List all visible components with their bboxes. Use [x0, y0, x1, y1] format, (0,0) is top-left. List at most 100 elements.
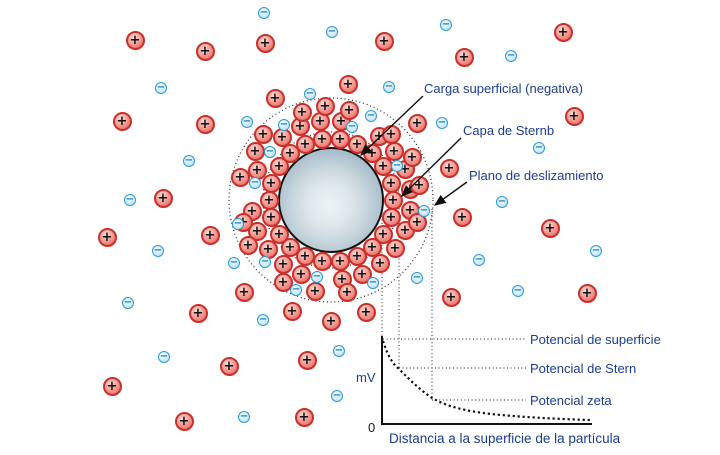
- positive-ion: +: [374, 31, 394, 51]
- positive-ion: +: [102, 376, 122, 396]
- positive-ion: +: [230, 167, 250, 187]
- surface-potential-label: Potencial de superficie: [530, 332, 661, 347]
- positive-ion: +: [174, 411, 194, 431]
- negative-ion: −: [331, 390, 343, 402]
- positive-ion: +: [112, 111, 132, 131]
- colloid-particle: [278, 147, 384, 253]
- x-axis-label: Distancia a la superficie de la partícul…: [389, 431, 621, 446]
- positive-ion: +: [338, 74, 358, 94]
- negative-ion: −: [496, 196, 508, 208]
- positive-ion: +: [402, 147, 422, 167]
- negative-ion: −: [367, 277, 379, 289]
- stern-layer-arrow: [401, 137, 462, 197]
- positive-ion: +: [540, 218, 560, 238]
- negative-ion: −: [241, 116, 253, 128]
- negative-ion: −: [304, 88, 316, 100]
- negative-ion: −: [158, 351, 170, 363]
- positive-ion: +: [125, 30, 145, 50]
- negative-ion: −: [228, 257, 240, 269]
- positive-ion: +: [282, 301, 302, 321]
- positive-ion: +: [315, 96, 335, 116]
- positive-ion: +: [381, 173, 401, 193]
- positive-ion: +: [273, 254, 293, 274]
- positive-ion: +: [385, 238, 405, 258]
- negative-ion: −: [533, 142, 545, 154]
- negative-ion: −: [290, 284, 302, 296]
- stern-layer-label: Capa de Sternb: [463, 123, 555, 138]
- surface-charge-arrow: [359, 95, 424, 156]
- surface-charge-label: Carga superficial (negativa): [424, 81, 583, 96]
- positive-ion: +: [269, 156, 289, 176]
- positive-ion: +: [292, 102, 312, 122]
- positive-ion: +: [339, 100, 359, 120]
- positive-ion: +: [247, 221, 267, 241]
- negative-ion: −: [152, 245, 164, 257]
- potential-decay-curve: [381, 340, 591, 422]
- positive-ion: +: [409, 175, 429, 195]
- negative-ion: −: [278, 119, 290, 131]
- positive-ion: +: [352, 264, 372, 284]
- negative-ion: −: [383, 81, 395, 93]
- positive-ion: +: [373, 224, 393, 244]
- slipping-plane-circle: [228, 97, 434, 303]
- positive-ion: +: [253, 124, 273, 144]
- slipping-plane-label: Plano de deslizamiento: [469, 168, 604, 183]
- positive-ion: +: [452, 207, 472, 227]
- negative-ion: −: [258, 7, 270, 19]
- positive-ion: +: [295, 246, 315, 266]
- positive-ion: +: [407, 113, 427, 133]
- stern-potential-label: Potencial de Stern: [530, 361, 637, 376]
- positive-ion: +: [280, 143, 300, 163]
- origin-label: 0: [368, 420, 376, 435]
- negative-ion: −: [512, 285, 524, 297]
- positive-ion: +: [195, 41, 215, 61]
- y-axis-label: mV: [356, 370, 376, 385]
- negative-ion: −: [590, 245, 602, 257]
- positive-ion: +: [321, 311, 341, 331]
- positive-ion: +: [362, 237, 382, 257]
- negative-ion: −: [183, 155, 195, 167]
- negative-ion: −: [249, 177, 261, 189]
- positive-ion: +: [238, 235, 258, 255]
- positive-ion: +: [195, 114, 215, 134]
- negative-ion: −: [411, 272, 423, 284]
- positive-ion: +: [234, 282, 254, 302]
- positive-ion: +: [337, 282, 357, 302]
- negative-ion: −: [436, 117, 448, 129]
- negative-ion: −: [333, 345, 345, 357]
- positive-ion: +: [441, 287, 461, 307]
- positive-ion: +: [188, 303, 208, 323]
- positive-ion: +: [439, 158, 459, 178]
- positive-ion: +: [265, 88, 285, 108]
- negative-ion: −: [326, 26, 338, 38]
- positive-ion: +: [219, 356, 239, 376]
- positive-ion: +: [97, 227, 117, 247]
- negative-ion: −: [264, 146, 276, 158]
- negative-ion: −: [238, 411, 250, 423]
- positive-ion: +: [291, 264, 311, 284]
- negative-ion: −: [505, 50, 517, 62]
- negative-ion: −: [391, 160, 403, 172]
- negative-ion: −: [440, 19, 452, 31]
- negative-ion: −: [365, 110, 377, 122]
- zeta-potential-label: Potencial zeta: [530, 393, 612, 408]
- positive-ion: +: [577, 283, 597, 303]
- positive-ion: +: [280, 237, 300, 257]
- positive-ion: +: [356, 302, 376, 322]
- positive-ion: +: [553, 22, 573, 42]
- positive-ion: +: [407, 212, 427, 232]
- negative-ion: −: [418, 205, 430, 217]
- positive-ion: +: [297, 350, 317, 370]
- negative-ion: −: [124, 194, 136, 206]
- negative-ion: −: [155, 82, 167, 94]
- positive-ion: +: [381, 207, 401, 227]
- negative-ion: −: [473, 254, 485, 266]
- positive-ion: +: [564, 106, 584, 126]
- positive-ion: +: [153, 188, 173, 208]
- positive-ion: +: [370, 253, 390, 273]
- negative-ion: −: [311, 271, 323, 283]
- positive-ion: +: [255, 33, 275, 53]
- negative-ion: −: [257, 314, 269, 326]
- positive-ion: +: [269, 224, 289, 244]
